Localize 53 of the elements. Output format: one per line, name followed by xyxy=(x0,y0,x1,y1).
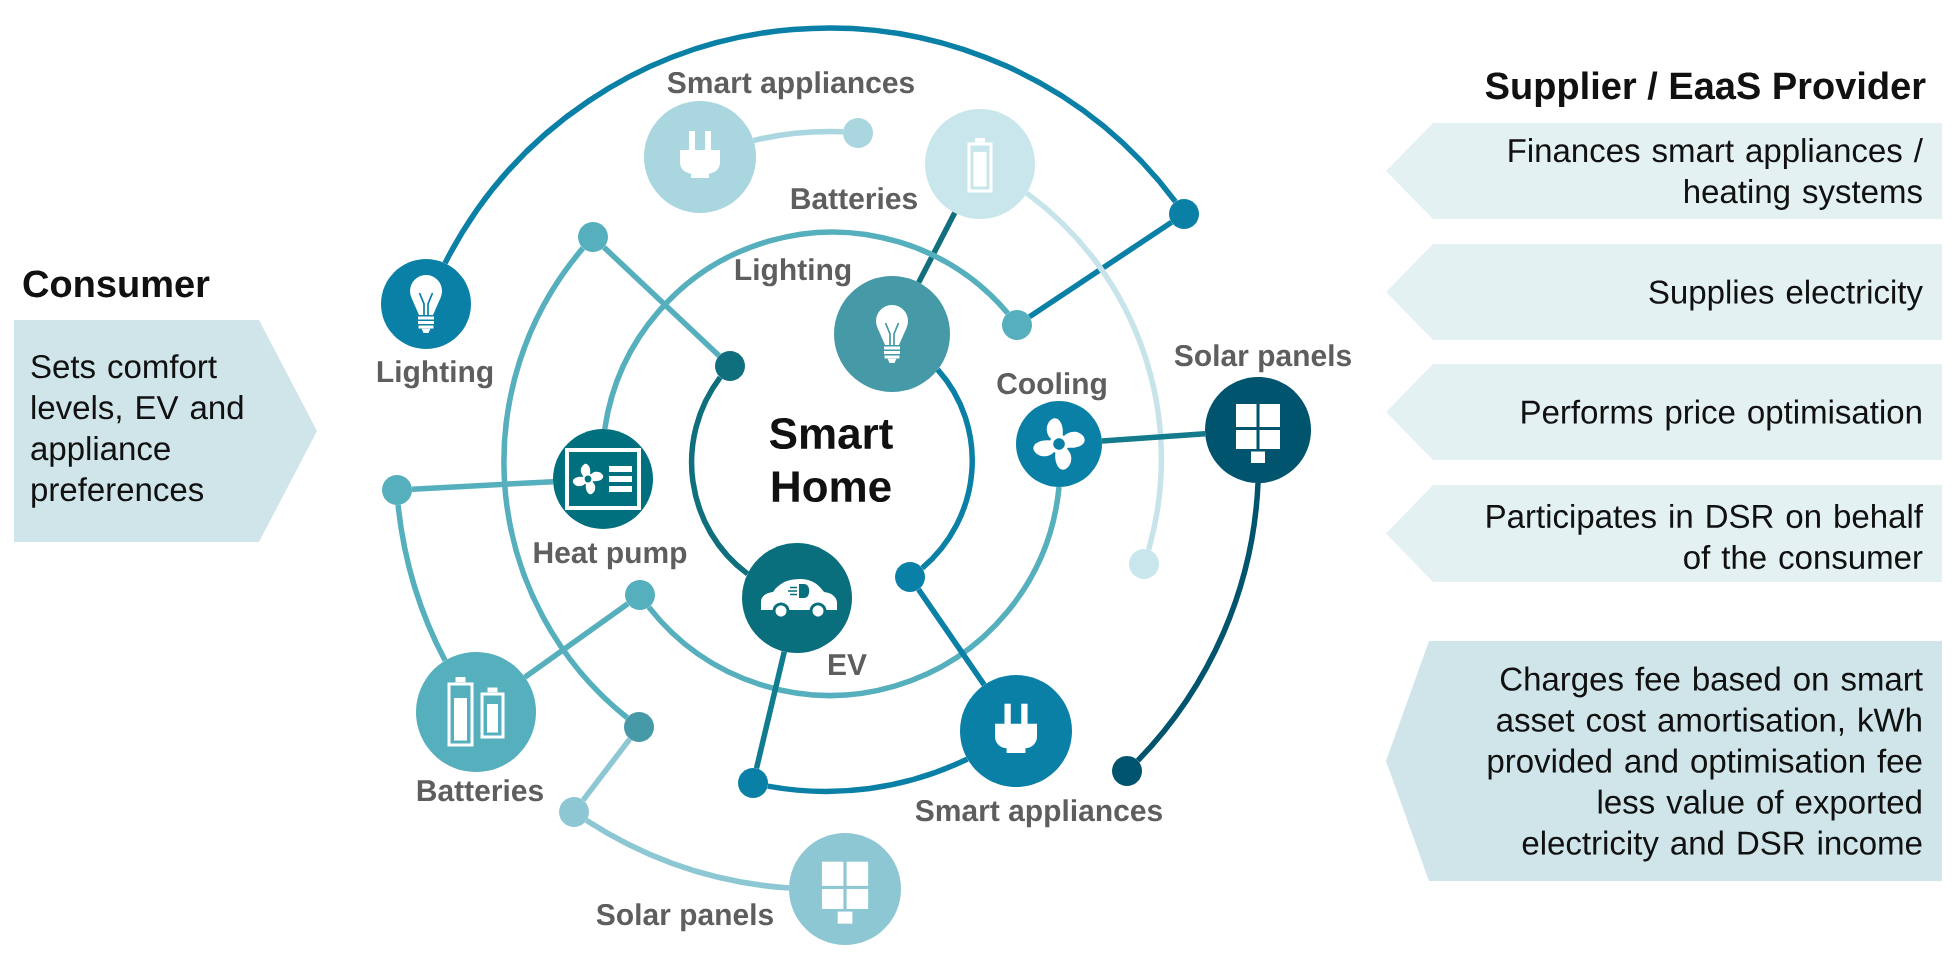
arrow-box: Charges fee based on smart asset cost amortisation, kWh provided and optimisation fee less value of exported electricity and DSR income xyxy=(1386,641,1943,881)
heading: Consumer xyxy=(23,270,210,298)
connector xyxy=(920,367,975,571)
connector xyxy=(916,587,987,687)
junction-dot xyxy=(1169,199,1199,229)
junction-dot xyxy=(625,580,655,610)
junction-dot xyxy=(559,797,589,827)
icon-label: Smart appliances xyxy=(667,71,914,100)
icon-label: Batteries xyxy=(791,187,917,210)
junction-dot xyxy=(715,351,745,381)
icon-label: Solar panels xyxy=(596,903,773,932)
icon-label: Lighting xyxy=(377,360,493,389)
junction-dot xyxy=(382,475,412,505)
junction-dot xyxy=(624,712,654,742)
icon-label: Batteries xyxy=(417,779,543,802)
connector xyxy=(916,211,958,284)
connector xyxy=(580,737,633,802)
connector xyxy=(767,756,969,794)
connector xyxy=(442,25,1178,265)
junction-dot xyxy=(738,768,768,798)
junction-dot xyxy=(578,222,608,252)
arrow-box: Participates in DSR on behalf of the consumer xyxy=(1386,485,1943,582)
arrow-box: Supplies electricity xyxy=(1386,244,1943,340)
arrow-box: Performs price optimisation xyxy=(1386,364,1943,460)
connector xyxy=(1024,191,1164,551)
connector xyxy=(753,650,787,770)
connector xyxy=(1101,430,1206,444)
icon-label: Heat pump xyxy=(534,542,687,570)
junction-dot xyxy=(1112,756,1142,786)
connector xyxy=(395,504,448,662)
connector xyxy=(1135,482,1261,763)
connector xyxy=(501,246,629,720)
junction-dot xyxy=(843,118,873,148)
icon-label: Lighting xyxy=(735,258,851,287)
icon-label: Smart appliances xyxy=(915,799,1162,828)
connector xyxy=(585,818,790,891)
arrow-box: Sets comfort levels, EV and appliance preferences xyxy=(14,320,317,542)
connector xyxy=(602,229,1010,430)
connector xyxy=(411,478,554,492)
icon-label: Cooling xyxy=(997,372,1106,401)
junction-dot xyxy=(895,562,925,592)
arrow-box: Finances smart appliances / heating systems xyxy=(1386,123,1943,219)
center-label: Smart Home xyxy=(769,417,893,503)
connector xyxy=(752,128,844,144)
connector xyxy=(646,486,1062,699)
connector xyxy=(523,601,630,680)
connector xyxy=(688,375,750,577)
connector xyxy=(1028,220,1174,319)
junction-dot xyxy=(1129,549,1159,579)
connector xyxy=(602,245,721,358)
icon-label: EV xyxy=(829,654,867,675)
junction-dot xyxy=(1002,310,1032,340)
icon-label: Solar panels xyxy=(1174,344,1351,373)
